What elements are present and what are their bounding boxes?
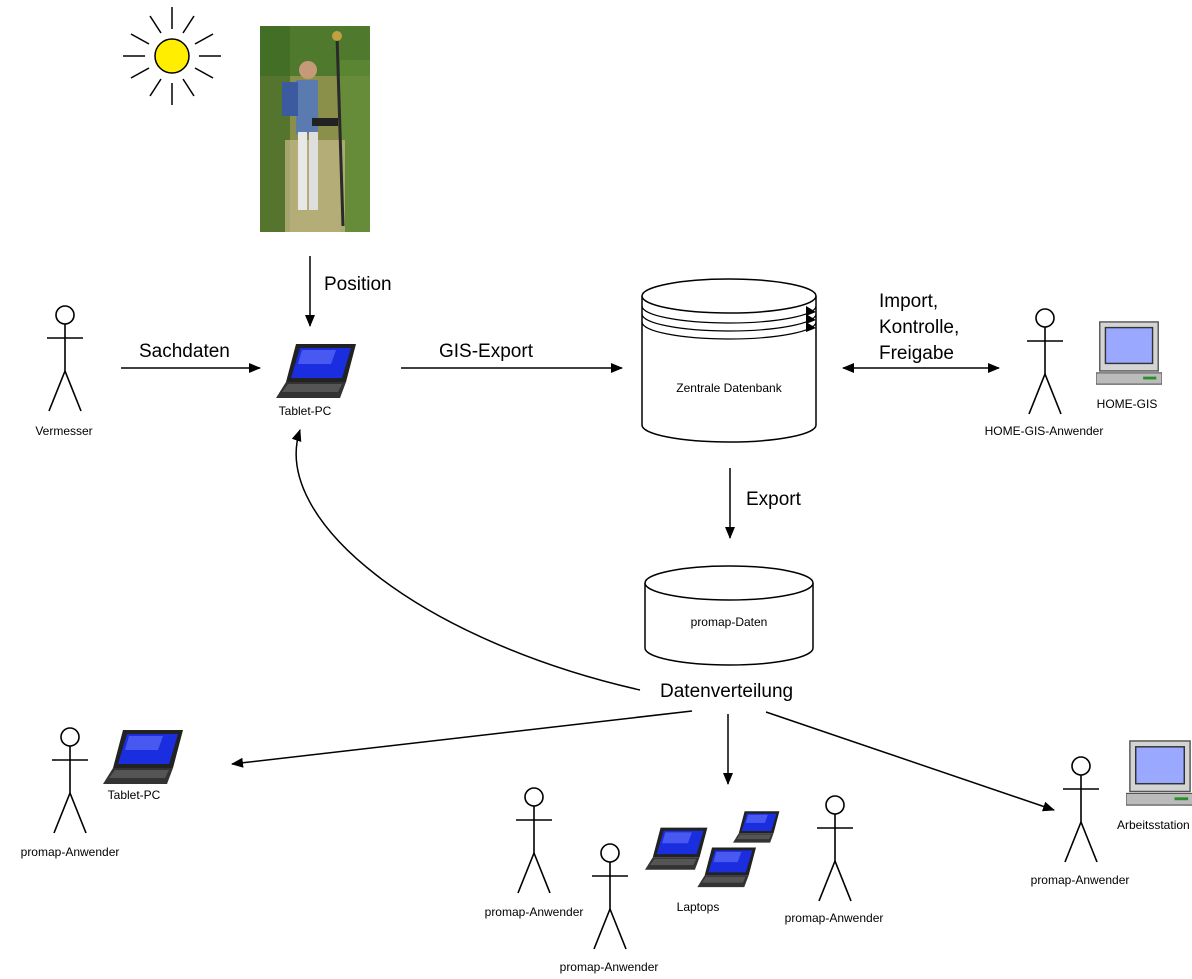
- sun-icon: [123, 7, 221, 105]
- gis-export-label: GIS-Export: [439, 341, 534, 362]
- laptops-label: Laptops: [677, 900, 720, 914]
- promap-user-right-person-icon: [1062, 756, 1100, 863]
- promap-database: promap-Daten: [644, 565, 814, 666]
- promap-database-label: promap-Daten: [691, 615, 768, 629]
- promap-user-mid1-person-icon: [515, 787, 553, 894]
- tablet-pc-left-label: Tablet-PC: [108, 788, 161, 802]
- central-database: Zentrale Datenbank: [641, 278, 817, 443]
- promap-user-left-person-icon: [51, 727, 89, 834]
- export-label: Export: [746, 489, 802, 510]
- tablet-pc-left-icon: [103, 730, 183, 784]
- vermesser-label: Vermesser: [35, 424, 92, 438]
- promap-user-mid1-label: promap-Anwender: [485, 905, 584, 919]
- promap-user-mid3-person-icon: [816, 795, 854, 902]
- promap-user-left-label: promap-Anwender: [21, 845, 120, 859]
- vermesser-person-icon: [46, 305, 84, 412]
- home-gis-user-person-icon: [1026, 308, 1064, 415]
- surveyor-photo: [260, 26, 370, 232]
- home-gis-label: HOME-GIS: [1097, 397, 1158, 411]
- laptop-3-icon: [697, 847, 756, 888]
- datenverteilung-label: Datenverteilung: [660, 681, 793, 702]
- promap-user-right-label: promap-Anwender: [1031, 873, 1130, 887]
- arbeitsstation-label: Arbeitsstation: [1117, 818, 1190, 832]
- laptop-2-icon: [733, 811, 780, 843]
- promap-user-mid2-label: promap-Anwender: [560, 960, 659, 974]
- position-label: Position: [324, 274, 392, 295]
- import-label-line3: Freigabe: [879, 343, 954, 364]
- connectors: [121, 256, 1055, 812]
- laptop-1-icon: [645, 827, 708, 870]
- promap-user-mid2-person-icon: [591, 843, 629, 950]
- dist-left-arrow: [231, 710, 693, 768]
- home-gis-user-label: HOME-GIS-Anwender: [985, 424, 1104, 438]
- arbeitsstation-monitor-icon: [1126, 740, 1192, 806]
- dist-right-arrow: [765, 711, 1055, 812]
- tablet-pc-top-icon: [276, 344, 356, 398]
- home-gis-monitor-icon: [1096, 321, 1162, 385]
- import-label-line1: Import,: [879, 291, 938, 312]
- return-arrow: [291, 429, 641, 691]
- tablet-pc-top-label: Tablet-PC: [279, 404, 332, 418]
- sachdaten-label: Sachdaten: [139, 341, 230, 362]
- promap-user-mid3-label: promap-Anwender: [785, 911, 884, 925]
- central-database-label: Zentrale Datenbank: [676, 381, 782, 395]
- import-label-line2: Kontrolle,: [879, 317, 959, 338]
